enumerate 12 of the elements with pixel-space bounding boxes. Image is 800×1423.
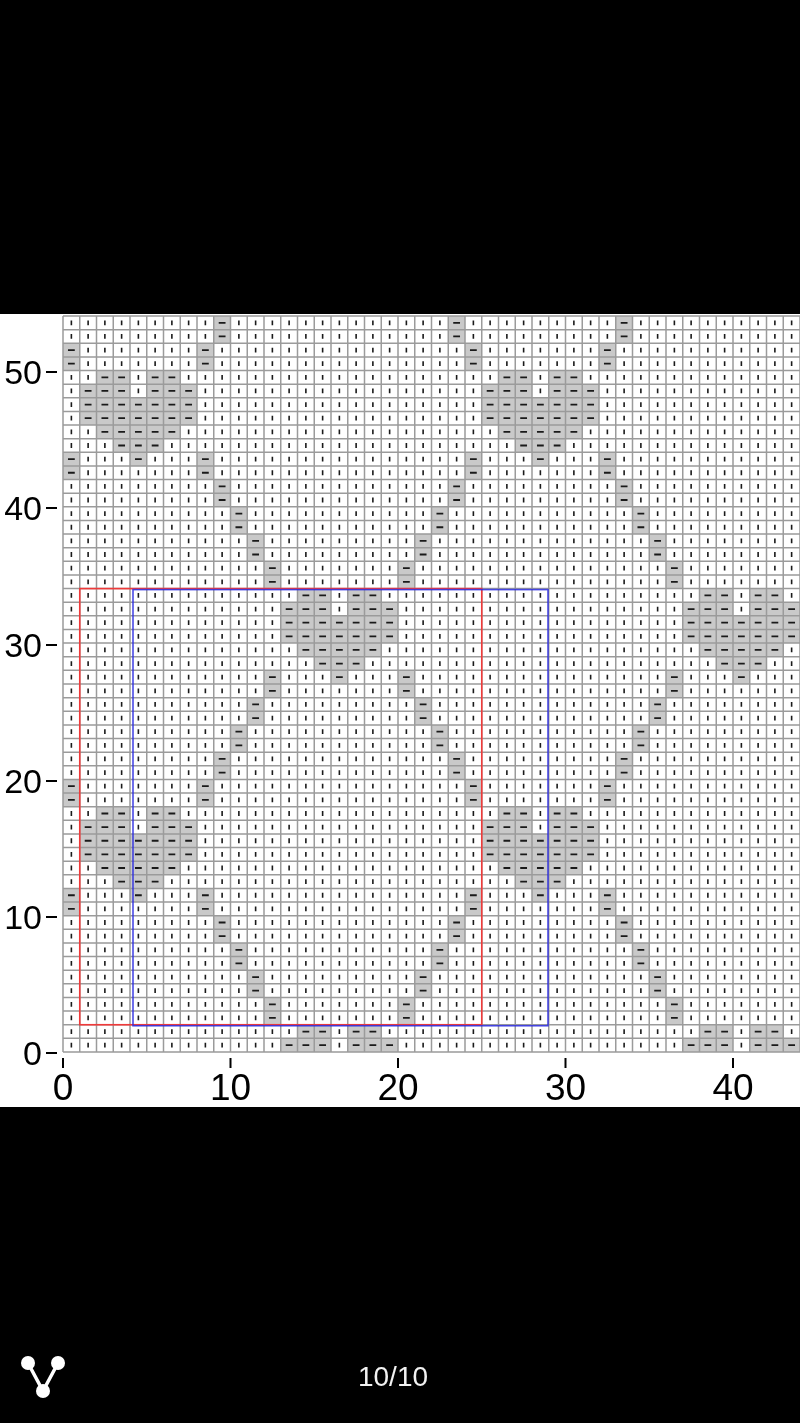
axis-label: 0 (52, 1069, 74, 1106)
axis-label: 10 (209, 1069, 252, 1106)
axis-label: 20 (4, 764, 42, 798)
page-counter: 10/10 (357, 1363, 429, 1391)
axis-label: 40 (712, 1069, 754, 1106)
axis-label: 40 (4, 491, 42, 525)
axis-label: 20 (377, 1069, 419, 1106)
axis-label: 30 (4, 628, 42, 662)
axis-label: 10 (4, 900, 42, 934)
axis-label: 30 (544, 1069, 587, 1106)
axis-label: 50 (4, 355, 42, 389)
axis-label: 0 (23, 1036, 42, 1070)
